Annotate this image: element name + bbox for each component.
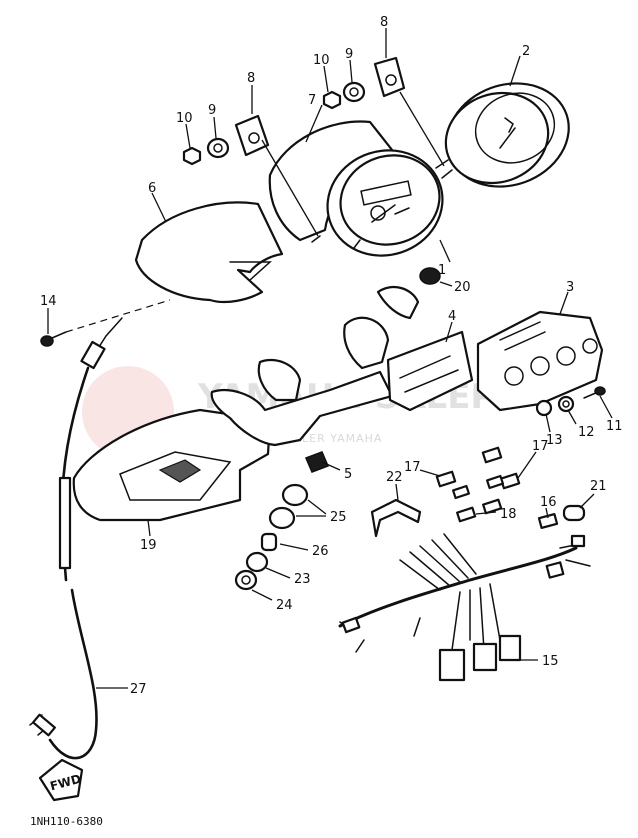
callout-10-left: 10 [176,111,193,126]
callout-labels: 1 2 3 4 5 6 7 8 8 9 9 10 10 11 12 13 14 … [40,15,623,697]
callout-11: 11 [606,419,623,434]
part-25-grommets [268,483,327,530]
callout-7: 7 [308,93,316,108]
part-10-nut-left [182,123,202,166]
callout-3: 3 [566,280,574,295]
part-22-clamp [370,483,422,538]
part-8-grommet-right [373,28,406,98]
callout-12: 12 [578,425,595,440]
callout-1: 1 [438,263,446,278]
callout-8-left: 8 [247,71,255,86]
callout-27: 27 [130,682,147,697]
callout-5: 5 [344,467,352,482]
forward-arrow-icon: FWD [38,758,84,802]
part-16-socket [537,507,559,530]
part-24-nut [234,569,273,601]
callout-8-right: 8 [380,15,388,30]
drawing-code: 1NH110-6380 [30,815,103,828]
part-27-meter-cable [29,317,128,760]
part-9-washer-left [206,116,230,159]
callout-10-right: 10 [313,53,330,68]
callout-22: 22 [386,470,403,485]
part-8-grommet-left [234,85,270,157]
part-9-washer-right [342,59,366,103]
part-1-speedometer [311,149,451,263]
part-20-bulb [419,267,453,287]
part-10-nut-right [322,65,342,110]
callout-17-left: 17 [404,460,421,475]
callout-2: 2 [522,44,530,59]
callout-25: 25 [330,510,347,525]
callout-19: 19 [140,538,157,553]
part-23-damper [245,551,291,579]
callout-21: 21 [590,479,607,494]
callout-6: 6 [148,181,156,196]
part-2-tachometer [435,55,570,188]
callout-13: 13 [546,433,563,448]
callout-26: 26 [312,544,329,559]
callout-17-right: 17 [532,439,549,454]
part-14-screw [40,308,67,347]
callout-9-right: 9 [345,47,353,62]
part-13-washer [535,399,553,433]
part-18-bulbs [456,498,503,523]
part-11-screw [583,386,613,419]
part-4-indicator-panel [343,285,474,412]
callout-9-left: 9 [208,103,216,118]
callout-4: 4 [448,309,456,324]
callout-15: 15 [542,654,559,669]
part-17-sockets [419,446,537,500]
callout-24: 24 [276,598,293,613]
part-21-cap [562,493,595,522]
part-5-bracket [210,358,394,473]
callout-14: 14 [40,294,57,309]
part-6-meter-case [134,192,284,304]
part-12-nut [557,395,577,425]
callout-16: 16 [540,495,557,510]
part-15-wire-harness [338,533,591,682]
callout-18: 18 [500,507,517,522]
part-19-lower-cover [72,408,272,537]
part-26-collar [260,532,309,552]
callout-23: 23 [294,572,311,587]
callout-20: 20 [454,280,471,295]
part-3-indicator-housing [476,291,604,412]
